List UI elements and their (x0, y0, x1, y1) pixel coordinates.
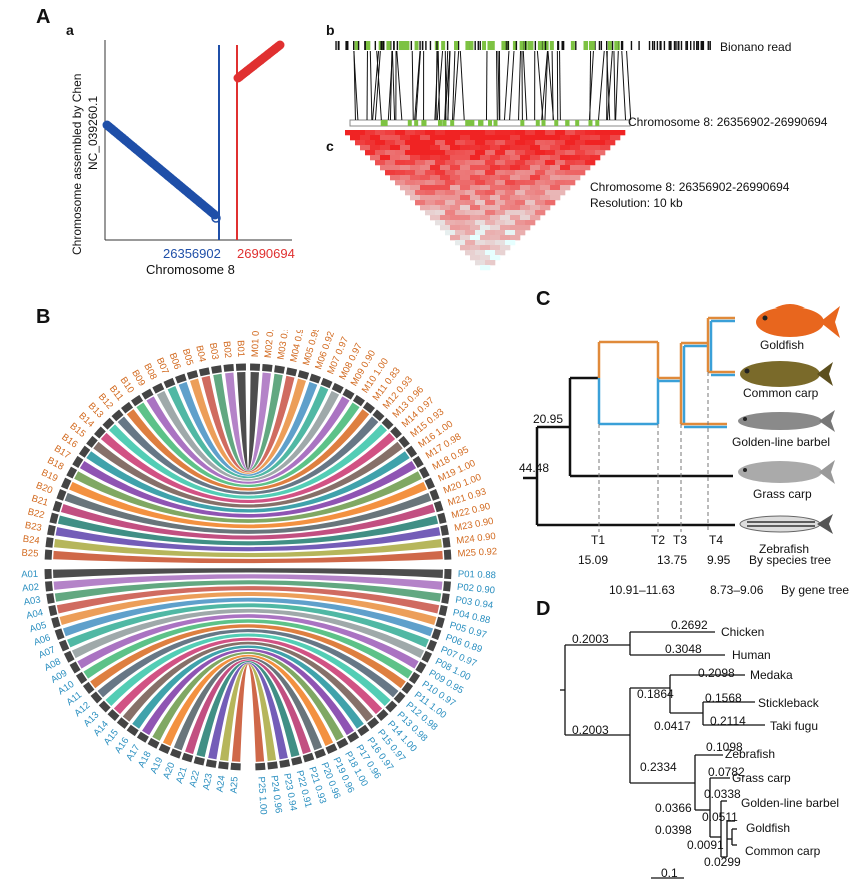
d-branch-2: 0.2692 (671, 618, 708, 632)
heatmap-label: Chromosome 8: 26356902-26990694 (590, 180, 789, 194)
hic-heatmap (340, 128, 630, 273)
d-branch-3: 0.3048 (665, 642, 702, 656)
golden-line-barbel-icon (738, 410, 835, 432)
svg-text:P24 0.96: P24 0.96 (268, 775, 284, 814)
left-position-label: 26356902 (163, 246, 221, 261)
svg-text:P25 1.00: P25 1.00 (255, 776, 268, 815)
panel-d-label: D (536, 598, 550, 621)
svg-text:A02: A02 (22, 582, 40, 595)
svg-text:P02 0.90: P02 0.90 (456, 582, 495, 597)
d-branch-7: 0.0417 (654, 719, 691, 733)
red-dots (234, 41, 285, 83)
d-branch-9: 0.2003 (572, 723, 609, 737)
svg-text:M25 0.92: M25 0.92 (457, 546, 497, 559)
svg-text:M01 0.91: M01 0.91 (250, 330, 262, 357)
svg-text:A04: A04 (25, 607, 44, 621)
chr-region-label: Chromosome 8: 26356902-26990694 (628, 115, 827, 129)
time-t2: T2 (651, 533, 665, 547)
panel-a-label: A (36, 6, 50, 29)
panel-a-sub-c: c (326, 138, 334, 154)
gene-tree-value-2: 8.73–9.06 (710, 583, 763, 597)
time-t4: T4 (709, 533, 723, 547)
panel-a-sub-b: b (326, 22, 335, 38)
svg-text:B22: B22 (27, 506, 46, 521)
svg-text:B04: B04 (193, 344, 207, 363)
d-taxon-golden-line-barbel: Golden-line barbel (741, 796, 839, 810)
d-taxon-goldfish: Goldfish (746, 821, 790, 835)
x-axis-label: Chromosome 8 (146, 262, 235, 277)
gene-tree-value-1: 10.91–11.63 (609, 583, 675, 597)
svg-text:A01: A01 (21, 569, 38, 581)
svg-text:A24: A24 (215, 775, 228, 793)
right-position-label: 26990694 (237, 246, 295, 261)
d-taxon-medaka: Medaka (750, 668, 793, 682)
zebrafish-icon (740, 514, 833, 534)
grass-carp-icon (738, 460, 835, 484)
svg-text:B25: B25 (21, 548, 39, 560)
common-carp-icon (740, 361, 833, 387)
svg-text:B03: B03 (207, 342, 221, 360)
d-branch-18: 0.0299 (704, 855, 741, 869)
blue-dots (103, 121, 220, 220)
d-branch-1: 0.2003 (572, 632, 609, 646)
svg-text:A03: A03 (23, 595, 41, 609)
time-t1: T1 (591, 533, 605, 547)
d-scale-label: 0.1 (661, 866, 678, 880)
gene-tree-label: By gene tree (781, 583, 849, 597)
d-taxon-human: Human (732, 648, 771, 662)
svg-text:M24 0.90: M24 0.90 (456, 531, 497, 547)
svg-text:A22: A22 (187, 769, 202, 788)
d-taxon-common-carp: Common carp (745, 844, 820, 858)
d-branch-13: 0.0338 (704, 787, 741, 801)
species-grass-carp: Grass carp (753, 487, 812, 501)
d-branch-4: 0.2098 (698, 666, 735, 680)
bionano-label: Bionano read (720, 40, 791, 54)
svg-text:A23: A23 (201, 772, 215, 791)
svg-text:B02: B02 (221, 341, 234, 359)
d-branch-17: 0.0091 (687, 838, 724, 852)
d-taxon-chicken: Chicken (721, 625, 764, 639)
svg-text:B24: B24 (22, 534, 40, 547)
panel-b-label: B (36, 306, 50, 329)
species-tree-value-2: 13.75 (657, 553, 687, 567)
node-label-2: 44.48 (519, 461, 549, 475)
y-axis-label-1: Chromosome assembled by Chen (70, 74, 84, 255)
d-branch-14: 0.0366 (655, 801, 692, 815)
d-taxon-taki-fugu: Taki fugu (770, 719, 818, 733)
svg-text:B01: B01 (235, 340, 247, 357)
d-branch-16: 0.0398 (655, 823, 692, 837)
svg-text:A25: A25 (229, 776, 241, 794)
svg-text:P01 0.88: P01 0.88 (458, 569, 496, 581)
d-branch-6: 0.1568 (705, 691, 742, 705)
d-branch-11: 0.2334 (640, 760, 677, 774)
species-tree-value-1: 15.09 (578, 553, 608, 567)
species-common-carp: Common carp (743, 386, 818, 400)
resolution-label: Resolution: 10 kb (590, 196, 683, 210)
d-branch-15: 0.0511 (702, 810, 738, 824)
species-tree-label: By species tree (749, 553, 831, 567)
species-golden-line-barbel: Golden-line barbel (732, 435, 830, 449)
species-tree-value-3: 9.95 (707, 553, 730, 567)
y-axis-label-2: NC_039260.1 (86, 96, 100, 170)
svg-text:B23: B23 (24, 520, 43, 534)
time-t3: T3 (673, 533, 687, 547)
goldfish-icon (756, 304, 840, 338)
node-label-1: 20.95 (533, 412, 563, 426)
d-taxon-stickleback: Stickleback (758, 696, 819, 710)
d-branch-8: 0.2114 (710, 714, 746, 728)
d-taxon-zebrafish: Zebrafish (725, 747, 775, 761)
d-branch-5: 0.1864 (637, 687, 674, 701)
d-taxon-grass-carp: Grass carp (732, 771, 791, 785)
species-goldfish: Goldfish (760, 338, 804, 352)
